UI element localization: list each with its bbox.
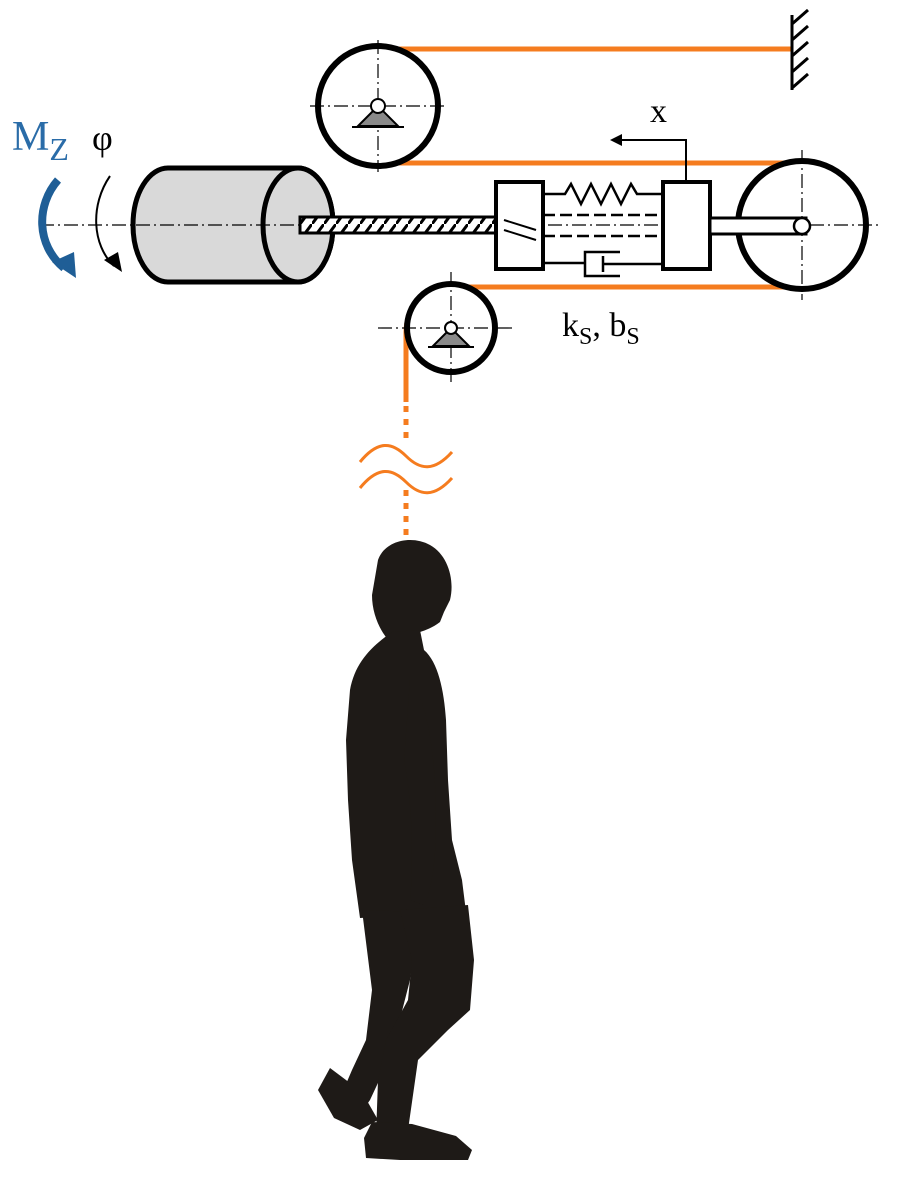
torque-main: M [12, 114, 49, 160]
angle-label: φ [92, 118, 113, 158]
damper-b: b [609, 307, 626, 344]
connecting-rod [708, 216, 812, 236]
spring-k-sub: S [579, 324, 592, 350]
guide [543, 213, 663, 238]
spring [543, 181, 663, 207]
torque-label: MZ [12, 114, 69, 167]
pivot-bearing-icon [352, 98, 404, 128]
damper-b-sub: S [626, 324, 639, 350]
torque-arrow [38, 177, 76, 278]
torque-sub: Z [49, 131, 69, 167]
person-silhouette [318, 540, 474, 1160]
pulley-bottom [378, 272, 512, 385]
motor [40, 165, 336, 285]
label-separator: , [592, 307, 609, 344]
break-wave-icon [358, 444, 454, 495]
spindle-nut [494, 180, 545, 271]
angle-arrow [95, 175, 122, 272]
displacement-arrow [610, 134, 687, 182]
spring-k: k [562, 307, 579, 344]
carriage [661, 180, 712, 271]
damper [543, 250, 663, 278]
displacement-label: x [650, 93, 667, 130]
pulley-top [310, 40, 446, 172]
stiffness-damping-label: kS, bS [562, 307, 640, 350]
ground-hatch-icon [790, 8, 809, 90]
pivot-bearing-icon [428, 321, 474, 348]
